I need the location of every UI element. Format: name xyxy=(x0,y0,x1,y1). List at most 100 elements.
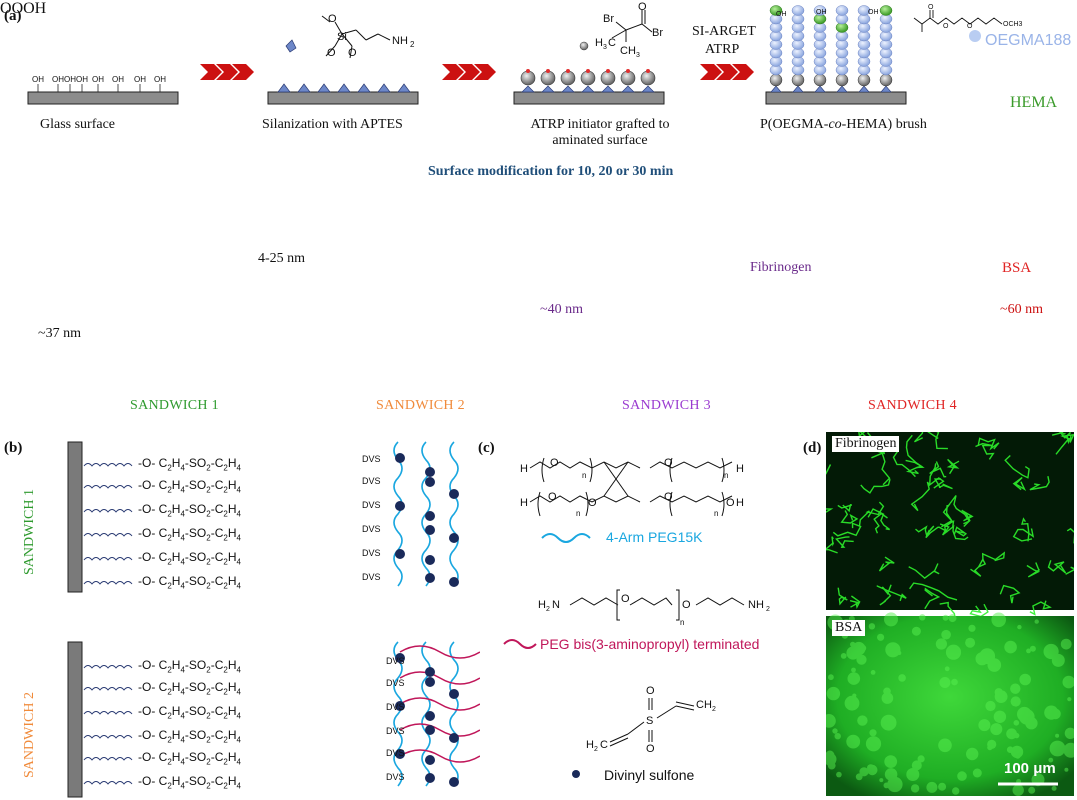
glass-slab-sw2 xyxy=(67,641,83,798)
svg-text:O: O xyxy=(664,457,673,469)
dvs-end-label: DVS xyxy=(386,748,405,758)
svg-text:n: n xyxy=(680,618,684,627)
scale-bar-label: 100 μm xyxy=(1004,760,1056,777)
linker-text: -O- C2H4-SO2-C2H4 xyxy=(138,502,241,519)
dvs-structure xyxy=(609,698,695,747)
dvs-end-label: DVS xyxy=(386,702,405,712)
svg-text:O: O xyxy=(327,47,336,59)
dvs-label: Divinyl sulfone xyxy=(604,767,695,783)
svg-text:O: O xyxy=(664,491,673,503)
svg-text:O: O xyxy=(726,497,735,509)
dvs-end-label: DVS xyxy=(362,476,381,486)
dvs-end-label: DVS xyxy=(386,656,405,666)
panel-label-a: (a) xyxy=(4,8,22,24)
peg4arm-structure xyxy=(529,457,733,517)
linker-text: -O- C2H4-SO2-C2H4 xyxy=(138,526,241,543)
svg-text:OH: OH xyxy=(92,75,104,84)
linker-text: -O- C2H4-SO2-C2H4 xyxy=(138,550,241,567)
step-label-aptes: Silanization with APTES xyxy=(262,117,403,132)
fibrinogen-label: Fibrinogen xyxy=(750,260,812,275)
svg-text:2: 2 xyxy=(712,706,716,713)
svg-text:O: O xyxy=(621,593,630,605)
svg-text:OCH3: OCH3 xyxy=(1003,21,1023,28)
fibrinogen-image-label: Fibrinogen xyxy=(832,436,900,452)
bsa-image-label: BSA xyxy=(832,620,866,636)
svg-text:Br: Br xyxy=(652,27,663,39)
step-label-glass: Glass surface xyxy=(40,117,116,132)
svg-text:O: O xyxy=(682,599,691,611)
panel-b-sw1-label: SANDWICH 1 xyxy=(22,489,37,575)
svg-text:O: O xyxy=(646,743,655,755)
process-arrow-2 xyxy=(442,64,496,80)
dimension-sw2: 4-25 nm xyxy=(258,251,306,266)
linker-text: -O- C2H4-SO2-C2H4 xyxy=(138,728,241,745)
svg-text:O: O xyxy=(548,491,557,503)
svg-text:O: O xyxy=(588,497,597,509)
svg-text:n: n xyxy=(714,509,718,518)
panel-label-b: (b) xyxy=(4,440,23,456)
oegma-structure xyxy=(913,10,1003,32)
dvs-dot-icon xyxy=(572,770,580,778)
hema-label: HEMA xyxy=(1010,94,1058,111)
dvs-end-label: DVS xyxy=(386,678,405,688)
svg-text:S: S xyxy=(646,715,653,727)
pegdiamine-label: PEG bis(3-aminopropyl) terminated xyxy=(540,636,760,652)
pegdiamine-legend-icon xyxy=(503,639,537,649)
dimension-sw4: ~60 nm xyxy=(1000,302,1043,317)
svg-text:OH: OH xyxy=(776,11,787,18)
peg4arm-label: 4-Arm PEG15K xyxy=(606,529,703,545)
svg-text:n: n xyxy=(576,509,580,518)
oegma-bead-icon xyxy=(969,30,981,42)
svg-text:2: 2 xyxy=(594,746,598,753)
modification-label: Surface modification for 10, 20 or 30 mi… xyxy=(428,164,674,179)
svg-text:CH: CH xyxy=(696,699,712,711)
svg-text:H: H xyxy=(586,739,594,751)
dvs-end-label: DVS xyxy=(362,500,381,510)
svg-text:3: 3 xyxy=(636,52,640,59)
process-arrow-1 xyxy=(200,64,254,80)
svg-text:Br: Br xyxy=(603,13,614,25)
linker-text: -O- C2H4-SO2-C2H4 xyxy=(138,680,241,697)
svg-text:n: n xyxy=(724,471,728,480)
svg-text:OH: OH xyxy=(134,75,146,84)
svg-text:2: 2 xyxy=(766,606,770,613)
reaction-label-2: ATRP xyxy=(705,42,740,57)
linker-text: -O- C2H4-SO2-C2H4 xyxy=(138,704,241,721)
step-label-initiator: ATRP initiator grafted to aminated surfa… xyxy=(530,117,670,148)
svg-text:OH: OH xyxy=(112,75,124,84)
svg-text:O: O xyxy=(646,685,655,697)
sandwich-2-label: SANDWICH 2 xyxy=(376,398,465,413)
hema-atom-labels: OOOH xyxy=(0,0,47,17)
linker-text: -O- C2H4-SO2-C2H4 xyxy=(138,774,241,791)
svg-text:H: H xyxy=(595,37,603,49)
svg-text:NH: NH xyxy=(392,35,408,47)
linker-text: -O- C2H4-SO2-C2H4 xyxy=(138,456,241,473)
linker-text: -O- C2H4-SO2-C2H4 xyxy=(138,478,241,495)
dvs-end-label: DVS xyxy=(362,572,381,582)
svg-text:NH: NH xyxy=(748,599,764,611)
svg-text:O: O xyxy=(967,23,973,30)
svg-text:O: O xyxy=(550,457,559,469)
reaction-label-1: SI-ARGET xyxy=(692,24,756,39)
svg-text:OH: OH xyxy=(64,75,76,84)
svg-text:OH: OH xyxy=(76,75,88,84)
svg-text:OH: OH xyxy=(52,75,64,84)
linker-text: -O- C2H4-SO2-C2H4 xyxy=(138,574,241,591)
svg-text:O: O xyxy=(943,23,949,30)
dvs-end-label: DVS xyxy=(386,772,405,782)
panel-b-sw2-label: SANDWICH 2 xyxy=(22,692,37,778)
svg-text:C: C xyxy=(608,37,616,49)
peg4arm-legend-icon xyxy=(541,533,591,543)
panel-label-c: (c) xyxy=(478,440,495,456)
svg-text:OH: OH xyxy=(816,9,827,16)
bsa-label: BSA xyxy=(1002,260,1032,276)
svg-text:H: H xyxy=(736,497,744,509)
svg-text:2: 2 xyxy=(410,40,415,49)
brush-slide: OH OH OH xyxy=(765,5,907,105)
svg-text:OH: OH xyxy=(868,9,879,16)
svg-text:3: 3 xyxy=(603,44,607,51)
brush-columns xyxy=(765,5,907,105)
